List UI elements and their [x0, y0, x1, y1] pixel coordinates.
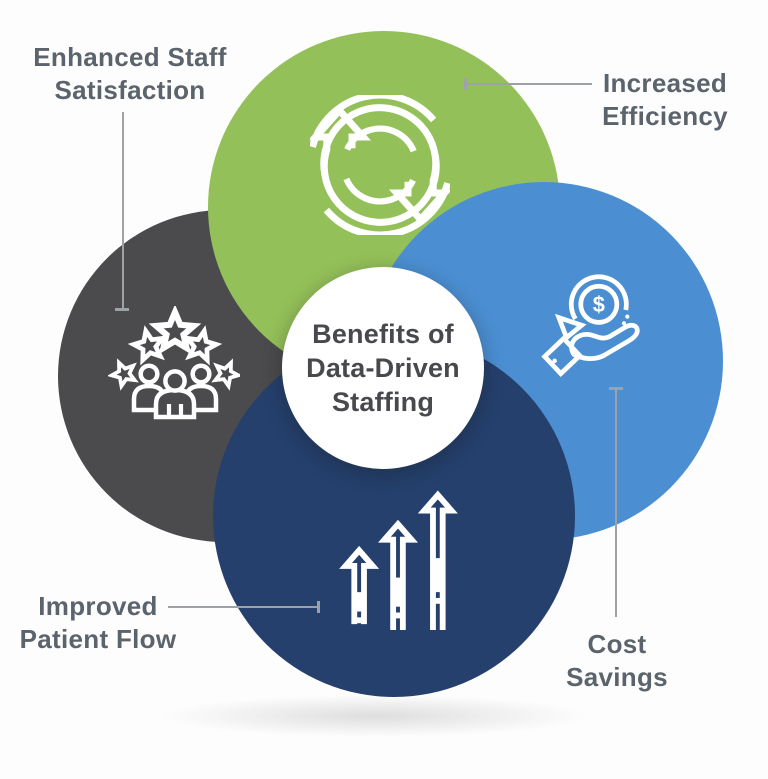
connector-staff-tick [115, 308, 129, 311]
connector-improved-patient-flow [168, 606, 319, 608]
label-enhanced-staff-satisfaction: Enhanced Staff Satisfaction [18, 41, 242, 107]
connector-cost-savings [615, 388, 617, 617]
dollar-sign: $ [593, 292, 605, 317]
sync-arrows-icon [310, 95, 450, 235]
label-patient-line1: Improved [38, 591, 158, 621]
label-staff-line1: Enhanced Staff [33, 42, 227, 72]
center-title-line2: Data-Driven [306, 353, 460, 383]
label-efficiency-line1: Increased [602, 68, 728, 98]
center-title: Benefits of Data-Driven Staffing [306, 317, 460, 419]
label-increased-efficiency: Increased Efficiency [594, 67, 736, 133]
label-cost-savings: Cost Savings [545, 628, 689, 694]
connector-efficiency-tick [464, 78, 467, 90]
growth-arrows-icon [339, 490, 458, 631]
label-improved-patient-flow: Improved Patient Flow [6, 590, 190, 656]
hand-coin-icon: $ [541, 274, 640, 378]
connector-increased-efficiency [466, 83, 592, 85]
team-stars-icon [108, 306, 240, 420]
connector-cost-tick [609, 387, 623, 390]
center-title-line3: Staffing [331, 387, 435, 417]
center-circle: Benefits of Data-Driven Staffing [282, 267, 484, 469]
label-cost-line1: Cost [587, 629, 647, 659]
label-efficiency-line2: Efficiency [602, 101, 728, 131]
connector-patient-tick [317, 601, 320, 613]
label-cost-line2: Savings [566, 662, 668, 692]
label-staff-line2: Satisfaction [54, 75, 206, 105]
center-title-line1: Benefits of [312, 319, 454, 349]
connector-staff-satisfaction [122, 112, 124, 310]
label-patient-line2: Patient Flow [19, 624, 177, 654]
